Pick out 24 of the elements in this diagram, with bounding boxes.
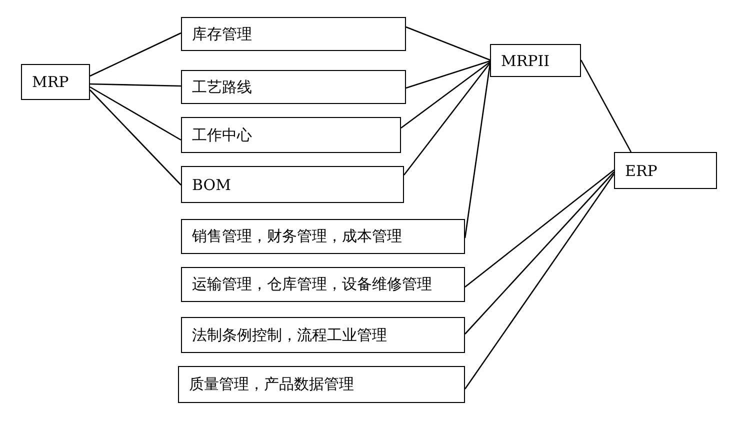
- process-box: 库存管理: [181, 17, 406, 51]
- connector-line: [90, 32, 182, 77]
- connector-line: [464, 172, 614, 334]
- connector-line: [406, 26, 490, 61]
- process-box: MRPII: [490, 44, 581, 77]
- process-box: 运输管理，仓库管理，设备维修管理: [181, 267, 465, 302]
- connector-line: [464, 169, 614, 288]
- process-box: 质量管理，产品数据管理: [178, 366, 465, 403]
- connector-line: [400, 61, 490, 129]
- process-box: ERP: [614, 152, 717, 189]
- connector-line: [406, 60, 490, 89]
- process-box: BOM: [181, 166, 404, 203]
- connector-line: [464, 174, 615, 390]
- connector-line: [464, 64, 491, 238]
- connector-line: [90, 83, 182, 87]
- connector-line: [403, 62, 491, 176]
- process-box: 销售管理，财务管理，成本管理: [181, 219, 465, 254]
- process-box: 法制条例控制，流程工业管理: [181, 317, 465, 353]
- connector-line: [90, 86, 182, 141]
- process-box: 工作中心: [181, 117, 401, 153]
- connector-line: [90, 90, 182, 186]
- process-box: 工艺路线: [181, 70, 406, 104]
- process-box: MRP: [21, 64, 90, 100]
- connector-line: [580, 60, 632, 152]
